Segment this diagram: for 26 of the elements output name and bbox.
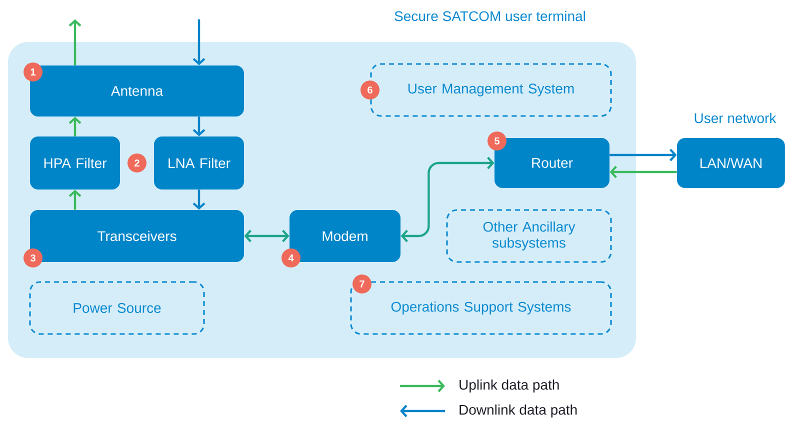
process-box: HPA Filter <box>30 136 120 190</box>
network-title: User network <box>694 112 776 124</box>
arrow <box>192 116 206 136</box>
callout-number: 7 <box>352 274 372 294</box>
callout-number: 3 <box>24 248 42 268</box>
arrow <box>68 116 82 136</box>
arrow <box>192 19 206 66</box>
subsystem-box: Power Source <box>29 281 205 335</box>
arrow <box>68 19 82 66</box>
callout-number: 6 <box>360 80 380 100</box>
callout-number: 2 <box>128 154 146 172</box>
panel-title: Secure SATCOM user terminal <box>394 10 585 22</box>
subsystem-box: Other Ancillary subsystems <box>446 209 612 263</box>
arrow <box>244 230 290 242</box>
arrow <box>68 190 82 210</box>
arrow <box>610 166 677 178</box>
callout-number: 1 <box>24 62 42 82</box>
callout-number: 5 <box>488 132 506 150</box>
arrow <box>610 148 677 162</box>
callout-number: 4 <box>282 248 300 268</box>
process-box: LAN/WAN <box>677 138 785 188</box>
legend-text: Downlink data path <box>460 404 577 418</box>
process-box: LNA Filter <box>154 136 244 190</box>
arrow <box>192 190 206 210</box>
legend-text: Uplink data path <box>460 379 559 392</box>
arrow <box>400 156 494 242</box>
